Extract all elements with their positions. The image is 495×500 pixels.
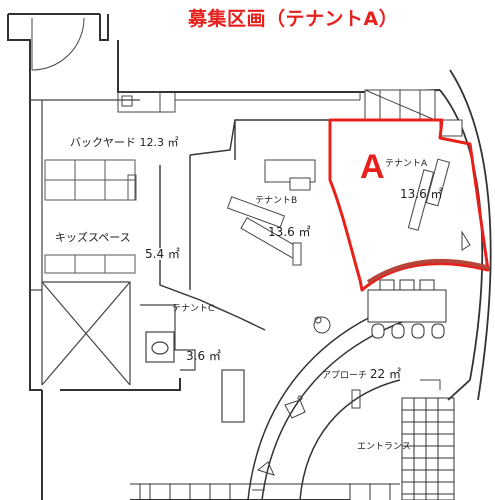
kids-shelves (44, 159, 137, 274)
room-approach: アプローチ 22 ㎡ (322, 368, 401, 381)
room-tenant-a-name: テナントA (385, 159, 428, 169)
room-backyard: バックヤード 12.3 ㎡ (70, 137, 179, 148)
staircase (401, 397, 455, 500)
room-tenant-c-name: テナントC (172, 304, 215, 314)
tenant-a-marker: A (360, 148, 385, 186)
approach-furniture (252, 316, 441, 491)
top-counter (117, 91, 361, 113)
room-tenant-a-area: 13.6 ㎡ (400, 187, 443, 201)
room-area: 12.3 ㎡ (139, 136, 179, 149)
bottom-windows (130, 483, 400, 500)
room-tenant-b-name: テナントB (255, 196, 298, 206)
room-tenant-b-area: 13.6 ㎡ (268, 225, 311, 239)
room-kids: キッズスペース (55, 232, 131, 243)
room-name: キッズスペース (55, 231, 131, 244)
tenant-a-furniture (364, 89, 471, 251)
corridor-walls (30, 99, 140, 386)
room-name: アプローチ (322, 371, 368, 381)
tenant-c (140, 304, 245, 423)
room-kids-area: 5.4 ㎡ (145, 247, 180, 261)
room-area: 22 ㎡ (369, 367, 401, 381)
seating (367, 279, 447, 339)
tenant-b-furniture (226, 159, 316, 266)
door-swing (31, 17, 85, 71)
tenant-a-front-curve (366, 258, 491, 284)
outer-walls (7, 13, 441, 500)
room-name: バックヤード (70, 136, 136, 149)
page-title: 募集区画（テナントA） (188, 8, 399, 30)
room-tenant-c-area: 3.6 ㎡ (186, 349, 221, 363)
tenant-a-highlight (328, 118, 490, 292)
room-entrance: エントランス (357, 442, 411, 452)
